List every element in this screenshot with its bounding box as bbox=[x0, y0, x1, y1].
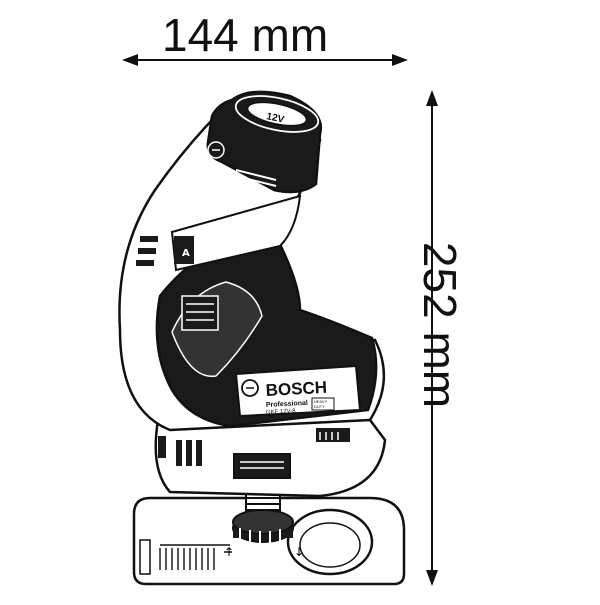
motor-housing bbox=[154, 418, 387, 498]
svg-text:A: A bbox=[182, 248, 190, 259]
width-dimension-label: 144 mm bbox=[162, 9, 329, 61]
line-text: Professional bbox=[266, 400, 308, 409]
svg-text:↑: ↑ bbox=[224, 545, 234, 559]
height-dimension-label: 252 mm bbox=[414, 241, 466, 409]
badge-bottom-text: DUTY bbox=[314, 404, 325, 409]
brand-text: BOSCH bbox=[265, 378, 327, 400]
svg-text:↓: ↓ bbox=[294, 545, 304, 559]
battery-text: 12V bbox=[265, 111, 285, 126]
badge-top-text: HEAVY bbox=[314, 399, 328, 404]
width-dimension-line bbox=[122, 54, 408, 66]
battery-pack: 12V bbox=[206, 90, 323, 194]
height-dimension-line bbox=[426, 90, 438, 586]
brand-label: BOSCH Professional GKF 12V-8 HEAVY DUTY bbox=[234, 364, 362, 418]
model-text: GKF 12V-8 bbox=[266, 408, 297, 416]
shoulder-panel: A bbox=[170, 194, 302, 272]
